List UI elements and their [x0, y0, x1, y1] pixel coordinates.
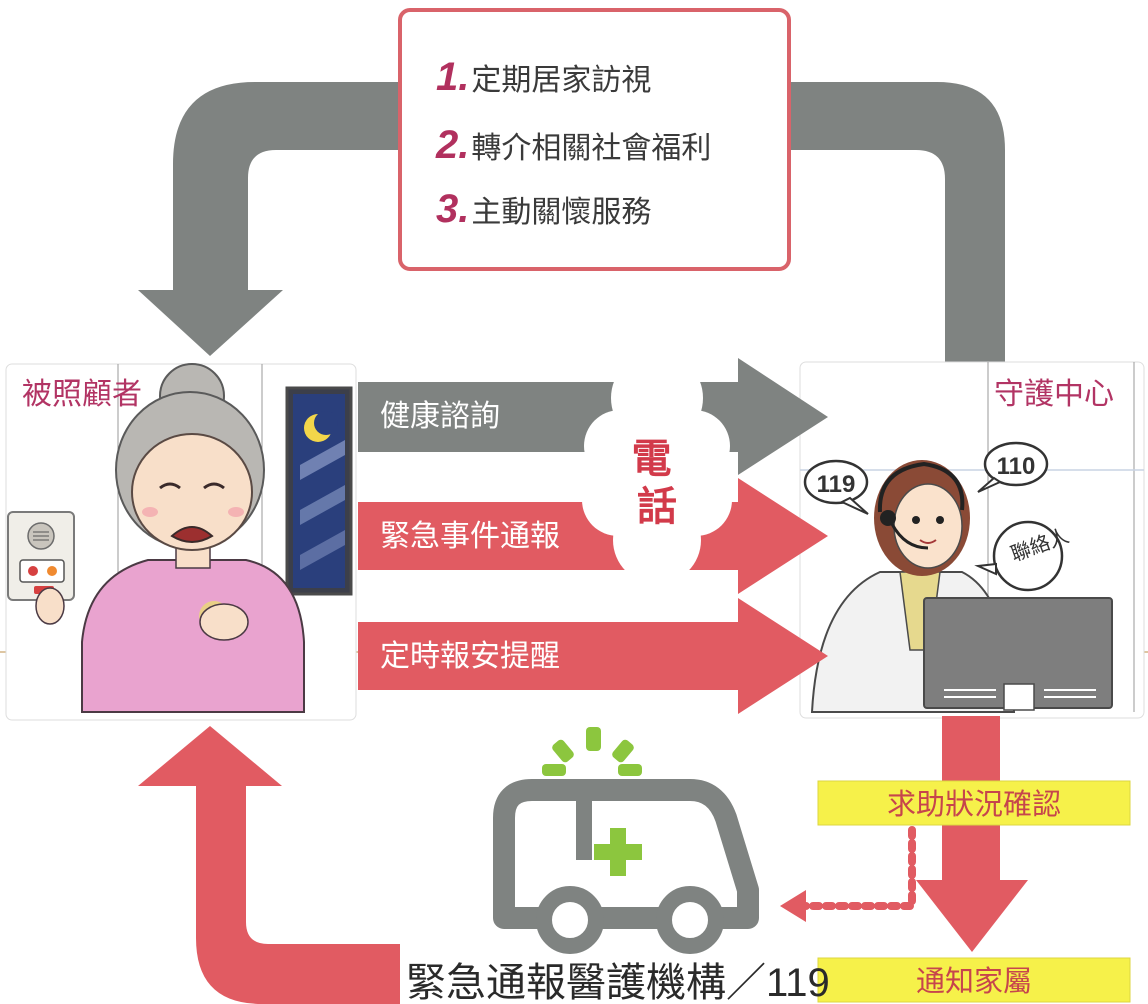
svg-text:110: 110 [997, 453, 1036, 480]
svg-text:健康諮詢: 健康諮詢 [380, 400, 500, 433]
elderly-woman-illustration [35, 363, 305, 713]
guardian-center-panel: 守護中心 119 [799, 361, 1145, 719]
svg-text:119: 119 [817, 471, 856, 498]
monitor-illustration [923, 597, 1113, 711]
step-notify-family: 通知家屬 [817, 957, 1131, 1003]
svg-text:緊急事件通報: 緊急事件通報 [380, 520, 560, 553]
care-recipient-title: 被照顧者 [22, 378, 142, 411]
services-box: 1.定期居家訪視 2.轉介相關社會福利 3.主動關懷服務 [398, 8, 791, 271]
service-item-1: 1.定期居家訪視 [436, 55, 651, 99]
step-confirm: 求助狀況確認 [817, 780, 1131, 826]
dotted-arrow-to-ambulance [780, 826, 916, 922]
care-recipient-panel: 被照顧者 [5, 363, 357, 721]
service-item-3: 3.主動關懷服務 [436, 187, 651, 231]
phone-cloud: 電 話 [582, 352, 732, 584]
emergency-call-device [7, 511, 75, 601]
red-return-arrow [138, 726, 400, 1004]
bubble-110: 110 [977, 441, 1049, 493]
footer-agency-label: 緊急通報醫護機構／119 [406, 961, 830, 1004]
phone-label: 電 話 [631, 437, 682, 529]
services-list: 1.定期居家訪視 2.轉介相關社會福利 3.主動關懷服務 [435, 55, 711, 231]
night-window [285, 386, 353, 596]
service-item-2: 2.轉介相關社會福利 [435, 123, 711, 167]
bubble-119: 119 [803, 459, 869, 515]
red-down-arrow [916, 716, 1028, 952]
svg-text:求助狀況確認: 求助狀況確認 [887, 788, 1061, 821]
svg-text:定時報安提醒: 定時報安提醒 [380, 640, 560, 673]
guardian-center-title: 守護中心 [994, 378, 1114, 411]
arrow-safety-reminder: 定時報安提醒 [358, 598, 828, 714]
ambulance-icon [493, 727, 759, 954]
svg-text:通知家屬: 通知家屬 [916, 965, 1032, 998]
bubble-contact: 聯絡人 [974, 520, 1072, 592]
